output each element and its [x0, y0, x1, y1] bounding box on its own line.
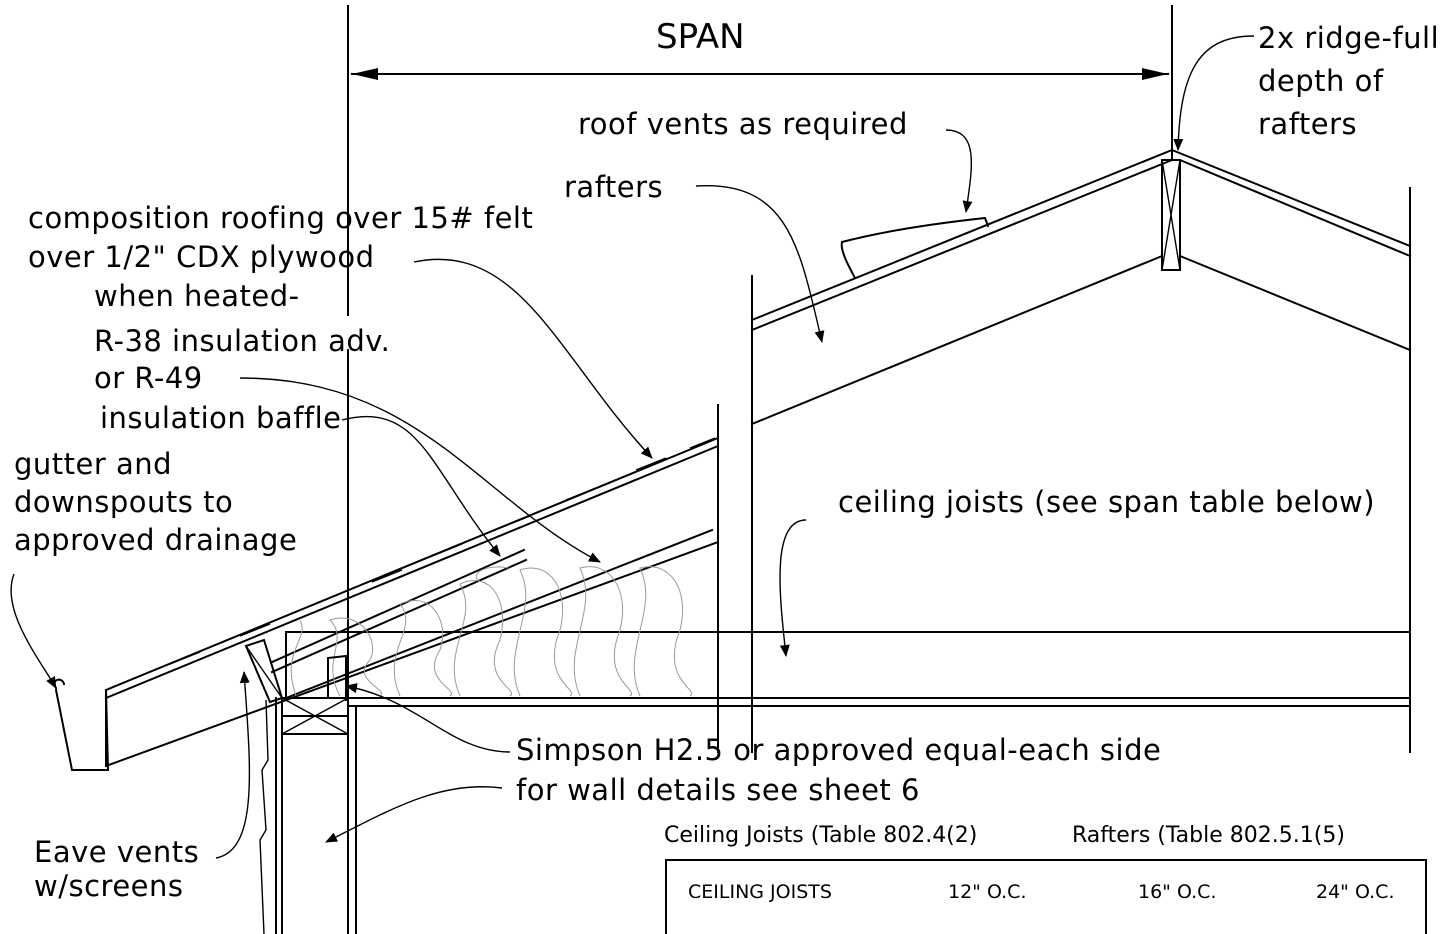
ridge-label-line1: 2x ridge-full [1258, 21, 1439, 55]
insulation-baffle [270, 528, 714, 700]
roof-vents-label: roof vents as required [578, 107, 908, 141]
gutter-label-line3: approved drainage [14, 523, 297, 557]
ridge-label-line3: rafters [1258, 107, 1357, 141]
table-header-ceiling-joists: CEILING JOISTS [688, 881, 832, 903]
table-caption-rafters: Rafters (Table 802.5.1(5) [1072, 823, 1345, 848]
insulation-batts [290, 566, 693, 697]
gutter-label-line1: gutter and [14, 447, 172, 481]
heated-label-line2: R-38 insulation adv. [94, 324, 390, 358]
eave-vents-label-line2: w/screens [34, 869, 184, 903]
heated-label-line3: or R-49 [94, 361, 203, 395]
rafters-label: rafters [564, 170, 663, 204]
simpson-label: Simpson H2.5 or approved equal-each side [516, 733, 1161, 767]
ceiling-joists-label: ceiling joists (see span table below) [838, 485, 1375, 519]
roofing-label-line2: over 1/2" CDX plywood [28, 240, 375, 274]
roofing-label-line1: composition roofing over 15# felt [28, 201, 533, 235]
table-header-24oc: 24" O.C. [1316, 881, 1395, 903]
eave-vents-label-line1: Eave vents [34, 835, 199, 869]
labels: 2x ridge-full depth of rafters roof vent… [14, 21, 1439, 903]
heated-label-line1: when heated- [94, 279, 300, 313]
table-header-12oc: 12" O.C. [948, 881, 1027, 903]
wall-details-label: for wall details see sheet 6 [516, 773, 920, 807]
leader-lines [10, 35, 1255, 859]
span-dimension [347, 5, 1173, 316]
table-header-16oc: 16" O.C. [1138, 881, 1217, 903]
wall-framing [244, 638, 357, 934]
break-lines [347, 275, 753, 934]
ceiling-framing [285, 631, 1411, 707]
baffle-label: insulation baffle [100, 401, 342, 435]
eave-roof [53, 436, 720, 771]
span-table: Ceiling Joists (Table 802.4(2) Rafters (… [664, 823, 1427, 934]
ridge-assembly [750, 148, 1412, 753]
span-label: SPAN [656, 17, 745, 57]
ridge-label-line2: depth of [1258, 64, 1384, 98]
table-caption-ceiling: Ceiling Joists (Table 802.4(2) [664, 823, 977, 848]
gutter-label-line2: downspouts to [14, 485, 233, 519]
